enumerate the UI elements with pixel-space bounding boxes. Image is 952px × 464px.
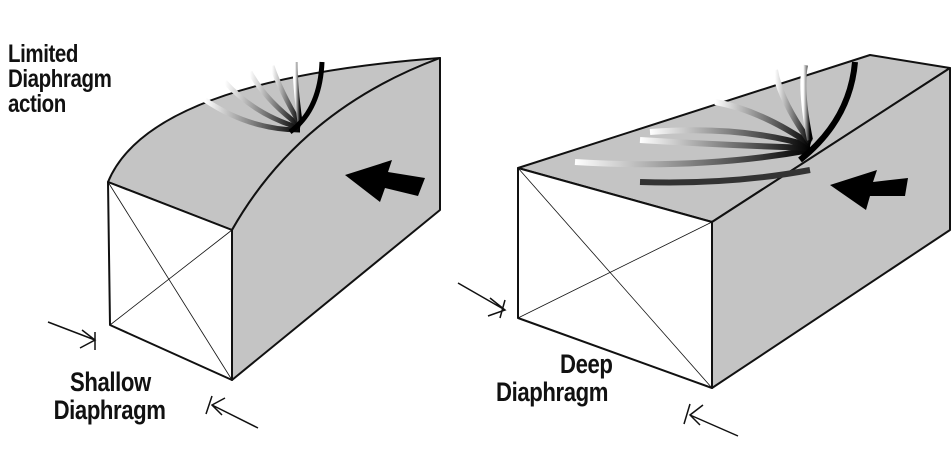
- label-line: action: [8, 90, 66, 118]
- label-line: Limited: [8, 40, 79, 68]
- label-line: Diaphragm: [53, 395, 166, 425]
- shallow-side-face: [231, 57, 441, 381]
- dimension-marks: [47, 282, 739, 437]
- lateral-load-arrow-icon: [830, 170, 908, 210]
- label-line: Shallow: [70, 367, 151, 397]
- lateral-load-arrow-icon: [345, 160, 425, 202]
- label-line: Diaphragm: [8, 65, 112, 93]
- label-line: Deep: [560, 349, 613, 379]
- limited-action-arrows-icon: [203, 61, 325, 135]
- deep-diaphragm-label: Deep Diaphragm: [496, 349, 613, 406]
- deep-action-arrows-icon: [574, 61, 858, 186]
- shallow-diaphragm-label: Shallow Diaphragm: [54, 367, 166, 424]
- limited-diaphragm-label: Limited Diaphragm action: [8, 40, 112, 118]
- label-line: Diaphragm: [496, 377, 608, 407]
